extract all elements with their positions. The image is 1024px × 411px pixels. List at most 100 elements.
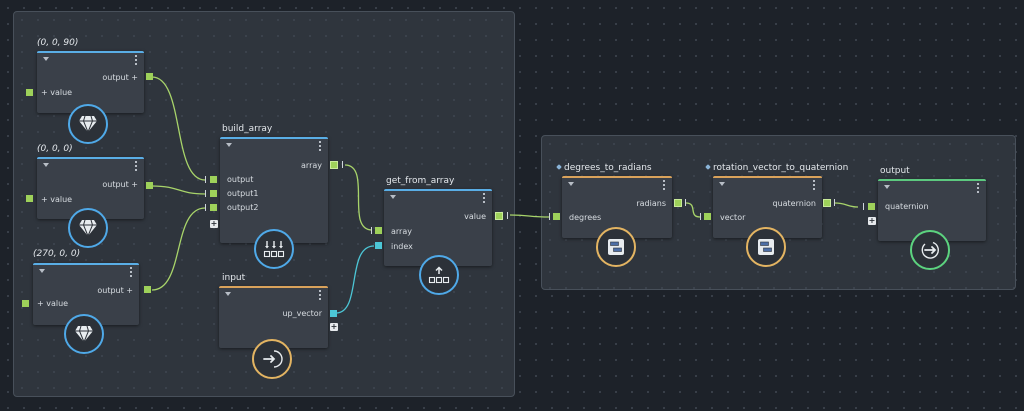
output-port-label: output + bbox=[97, 286, 133, 295]
value-output-label: value bbox=[464, 212, 486, 221]
node-title-const1: (0, 0, 90) bbox=[37, 38, 79, 48]
vector-input-pin[interactable] bbox=[704, 213, 711, 220]
node-header-bar bbox=[37, 51, 144, 53]
collapse-caret-icon[interactable] bbox=[390, 195, 396, 199]
node-header-bar bbox=[33, 263, 139, 265]
value-input-pin[interactable] bbox=[26, 195, 33, 202]
build-array-input-pin-2[interactable] bbox=[210, 204, 217, 211]
array-output-label: array bbox=[301, 161, 322, 170]
node-menu-icon[interactable] bbox=[663, 180, 665, 190]
output-port-label: output + bbox=[102, 180, 138, 189]
build-array-icon bbox=[254, 229, 294, 269]
up-vector-output-pin[interactable] bbox=[330, 310, 337, 317]
input-arrow-icon bbox=[252, 339, 292, 379]
output-pin[interactable] bbox=[146, 73, 153, 80]
diamond-icon bbox=[68, 104, 108, 144]
constant-node-2[interactable]: output + + value bbox=[37, 157, 144, 219]
node-header-bar bbox=[878, 179, 986, 181]
collapse-caret-icon[interactable] bbox=[43, 57, 49, 61]
radians-output-label: radians bbox=[636, 199, 666, 208]
value-output-pin[interactable] bbox=[495, 212, 503, 220]
node-menu-icon[interactable] bbox=[135, 161, 137, 171]
degrees-input-label: degrees bbox=[569, 213, 602, 222]
output-pin[interactable] bbox=[146, 182, 153, 189]
quaternion-input-pin[interactable] bbox=[868, 203, 875, 210]
output-pin-tick bbox=[834, 199, 835, 206]
get-from-array-icon bbox=[419, 255, 459, 295]
input-label-output: output bbox=[227, 175, 254, 184]
node-menu-icon[interactable] bbox=[977, 183, 979, 193]
compound-node-icon bbox=[596, 227, 636, 267]
collapse-caret-icon[interactable] bbox=[568, 182, 574, 186]
node-title-build-array: build_array bbox=[222, 124, 273, 134]
compound-node-icon bbox=[746, 227, 786, 267]
compound-marker-icon bbox=[556, 164, 562, 170]
output-port-label: output + bbox=[102, 73, 138, 82]
node-header-bar bbox=[37, 157, 144, 159]
node-title-const2: (0, 0, 0) bbox=[37, 144, 73, 154]
input-label-output1: output1 bbox=[227, 189, 259, 198]
node-title-const3: (270, 0, 0) bbox=[33, 249, 81, 259]
array-input-pin[interactable] bbox=[375, 227, 382, 234]
quaternion-output-label: quaternion bbox=[772, 199, 816, 208]
diamond-icon bbox=[68, 208, 108, 248]
output-pin[interactable] bbox=[144, 286, 151, 293]
output-pin-tick bbox=[342, 161, 343, 168]
array-output-pin[interactable] bbox=[330, 161, 338, 169]
input-pin-tick bbox=[863, 203, 864, 210]
value-input-pin[interactable] bbox=[22, 300, 29, 307]
build-array-input-pin-1[interactable] bbox=[210, 190, 217, 197]
node-header-bar bbox=[384, 189, 492, 191]
input-pin-tick bbox=[205, 176, 206, 183]
compound-marker-icon bbox=[705, 164, 711, 170]
input-pin-tick bbox=[371, 227, 372, 234]
up-vector-output-label: up_vector bbox=[282, 309, 322, 318]
node-title-rotation-vector-to-quaternion: rotation_vector_to_quaternion bbox=[705, 163, 848, 173]
output-pin-tick bbox=[507, 212, 508, 219]
add-output-button[interactable]: + bbox=[330, 322, 338, 331]
add-input-button[interactable]: + bbox=[868, 216, 876, 225]
constant-node-3[interactable]: output + + value bbox=[33, 263, 139, 325]
collapse-caret-icon[interactable] bbox=[884, 185, 890, 189]
get-from-array-node[interactable]: value array index bbox=[384, 189, 492, 266]
node-title-degrees-to-radians: degrees_to_radians bbox=[556, 163, 652, 173]
quaternion-output-pin[interactable] bbox=[823, 199, 831, 207]
value-field-label: + value bbox=[41, 88, 73, 97]
array-input-label: array bbox=[391, 227, 412, 236]
node-menu-icon[interactable] bbox=[319, 290, 321, 300]
output-arrow-icon bbox=[910, 230, 950, 270]
value-input-pin[interactable] bbox=[26, 89, 33, 96]
collapse-caret-icon[interactable] bbox=[226, 143, 232, 147]
input-label-output2: output2 bbox=[227, 203, 259, 212]
node-header-bar bbox=[713, 176, 822, 178]
index-input-pin[interactable] bbox=[375, 242, 382, 249]
diamond-icon bbox=[64, 314, 104, 354]
node-menu-icon[interactable] bbox=[130, 267, 132, 277]
input-pin-tick bbox=[205, 190, 206, 197]
index-input-label: index bbox=[391, 242, 413, 251]
input-pin-tick bbox=[205, 204, 206, 211]
collapse-caret-icon[interactable] bbox=[43, 163, 49, 167]
node-title-output: output bbox=[880, 166, 910, 176]
node-header-bar bbox=[562, 176, 672, 178]
input-node[interactable]: up_vector bbox=[219, 286, 328, 348]
output-pin-tick bbox=[685, 199, 686, 206]
node-menu-icon[interactable] bbox=[319, 141, 321, 151]
constant-node-1[interactable]: output + + value bbox=[37, 51, 144, 113]
input-pin-tick bbox=[549, 213, 550, 220]
quaternion-input-label: quaternion bbox=[885, 202, 929, 211]
node-menu-icon[interactable] bbox=[813, 180, 815, 190]
node-menu-icon[interactable] bbox=[483, 193, 485, 203]
value-field-label: + value bbox=[41, 195, 73, 204]
collapse-caret-icon[interactable] bbox=[225, 292, 231, 296]
build-array-input-pin-0[interactable] bbox=[210, 176, 217, 183]
radians-output-pin[interactable] bbox=[674, 199, 682, 207]
value-field-label: + value bbox=[37, 299, 69, 308]
vector-input-label: vector bbox=[720, 213, 746, 222]
collapse-caret-icon[interactable] bbox=[39, 269, 45, 273]
collapse-caret-icon[interactable] bbox=[719, 182, 725, 186]
node-menu-icon[interactable] bbox=[135, 55, 137, 65]
build-array-node[interactable]: array output output1 output2 bbox=[220, 137, 328, 243]
degrees-input-pin[interactable] bbox=[553, 213, 560, 220]
add-input-button[interactable]: + bbox=[210, 219, 218, 228]
